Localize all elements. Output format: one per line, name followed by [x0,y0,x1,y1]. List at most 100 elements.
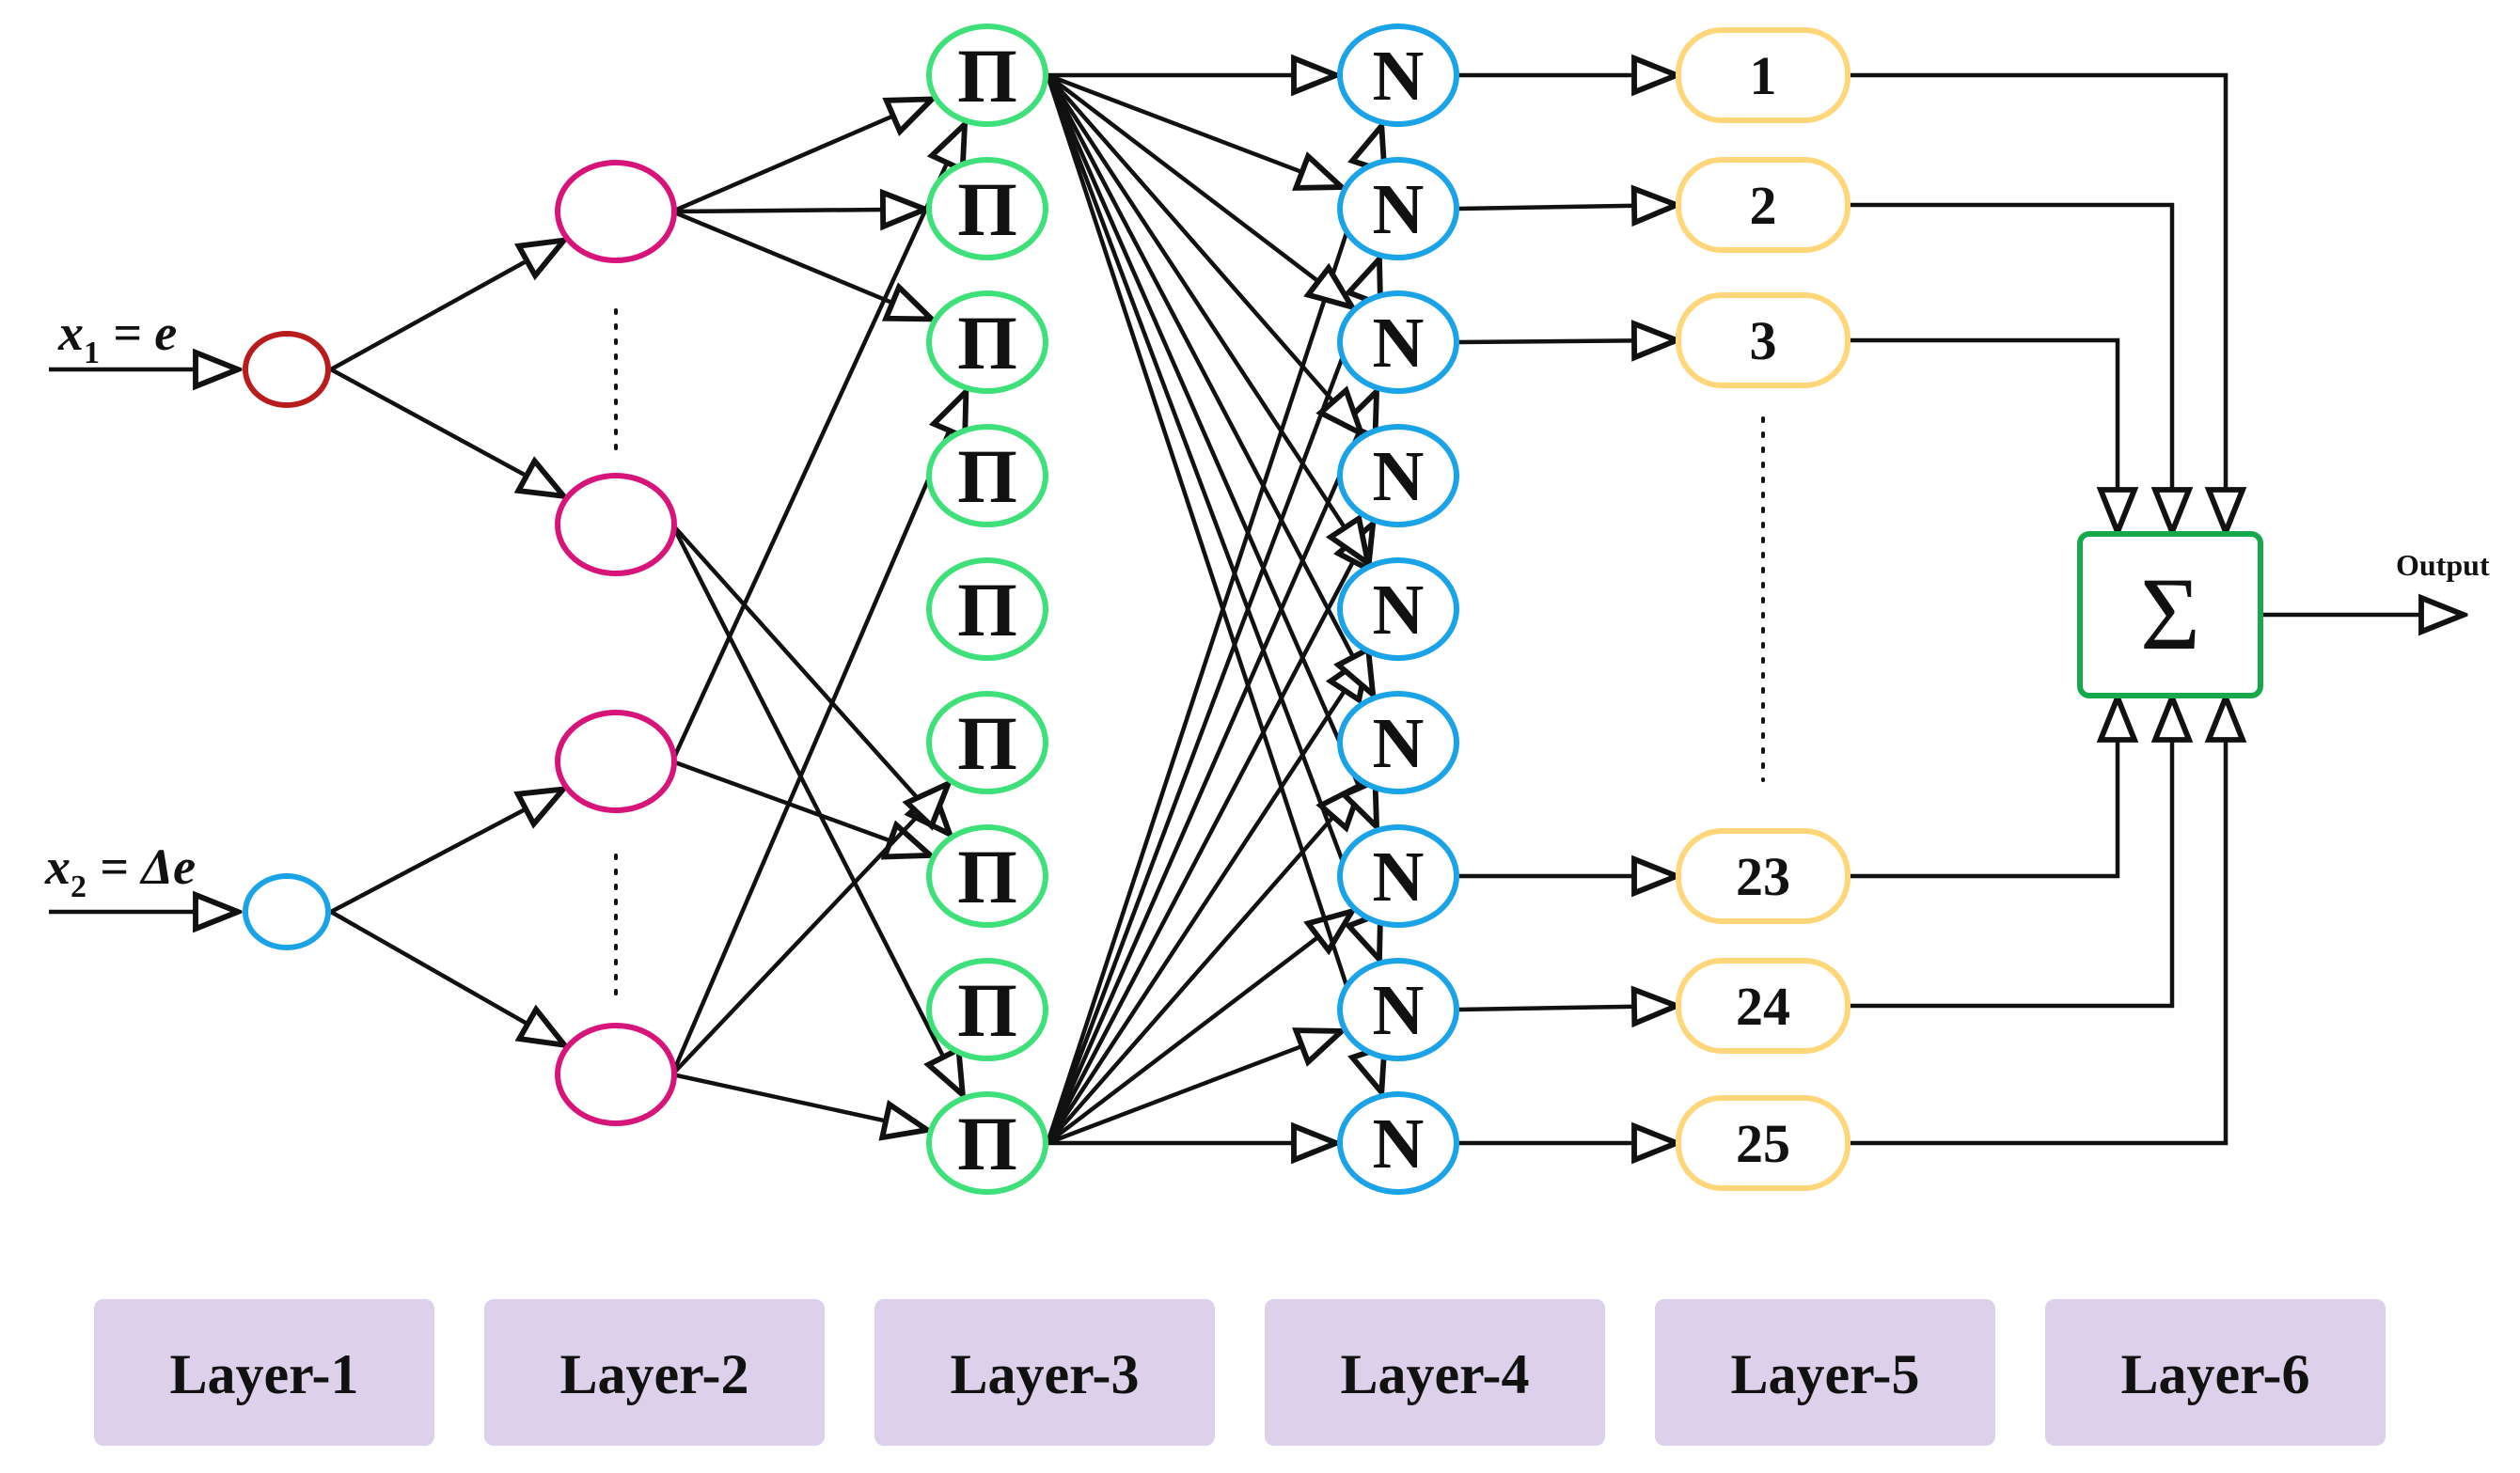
membership-node [555,710,677,813]
summation-node [2077,531,2263,698]
edge-l2-l3 [669,392,966,1075]
consequent-node [1676,292,1851,388]
membership-node [555,473,677,576]
edge-l3-l4 [1047,72,1342,187]
rule-node-symbol: Π [957,300,1017,385]
consequent-node-label: 3 [1750,310,1777,371]
layer-label-text: Layer-4 [1340,1343,1529,1405]
rule-node-symbol: Π [957,166,1017,252]
edge-l3-l4 [1046,73,1362,433]
normalization-node-symbol: N [1373,170,1425,249]
layer-label-box [874,1299,1215,1446]
consequent-node [1676,27,1851,123]
edge-l3-l4 [1045,74,1377,827]
rule-node [926,290,1048,394]
edge-l3-l4 [1046,655,1368,1145]
normalization-node-symbol: N [1373,571,1425,650]
input-x1-var: x [57,305,84,361]
normalization-node-symbol: N [1373,838,1425,917]
output-label: Output [2396,548,2490,582]
input-x2-rhs: = Δe [100,838,196,895]
layer-label-text: Layer-6 [2120,1343,2309,1405]
edge-l2-l3 [671,1072,927,1130]
edge-l4-l5 [1457,1006,1677,1010]
normalization-node-symbol: N [1373,1105,1425,1183]
input-x2-label: x2 = Δe [44,838,196,904]
normalization-node-symbol: N [1373,704,1425,783]
edge-l4-l5 [1457,340,1677,342]
edge-l5-l6 [1850,202,2172,532]
rule-node [926,424,1048,527]
normalization-node [1337,24,1459,127]
rule-node [926,24,1048,127]
input-x1-sub: 1 [84,336,100,370]
rule-node [926,1091,1048,1195]
edge-l3-l4 [1045,74,1379,960]
edge-l5-l6 [1850,337,2118,532]
normalization-node [1337,824,1459,928]
membership-node [555,1023,677,1126]
input-x2-var: x [44,838,71,895]
layer-label-box [2045,1299,2386,1446]
normalization-node [1337,691,1459,794]
edge-l3-l4 [1045,126,1381,1144]
edge-l3-l4 [1046,524,1373,1145]
edge-l2-l3 [671,210,925,212]
edge-l1-l2 [329,790,563,914]
input-x2-sub: 2 [71,870,87,904]
layer-label-text: Layer-1 [169,1343,358,1405]
edge-l3-l4 [1045,391,1377,1144]
edge-l5-l6 [1850,72,2226,532]
layer-label-text: Layer-2 [559,1343,748,1405]
edge-l2-l3 [671,759,930,855]
rule-node-symbol: Π [957,433,1017,519]
rule-node-symbol: Π [957,834,1017,919]
layer-label-box [484,1299,825,1446]
normalization-node [1337,157,1459,260]
edge-l3-l4 [1046,73,1373,695]
normalization-node-symbol: N [1373,304,1425,383]
edge-l2-l3 [671,99,932,214]
rule-node [926,958,1048,1061]
input-x1-rhs: = e [113,305,177,361]
edge-l5-l6 [1850,697,2118,879]
normalization-node [1337,424,1459,527]
normalization-node [1337,557,1459,661]
normalization-node [1337,290,1459,394]
consequent-node-label: 25 [1736,1113,1790,1174]
edge-l3-l4 [1045,74,1381,1092]
consequent-node-label: 2 [1750,175,1777,236]
consequent-node-label: 24 [1736,976,1790,1037]
rule-node-symbol: Π [957,567,1017,652]
edge-l3-l4 [1046,785,1362,1145]
layer-label-text: Layer-5 [1730,1343,1919,1405]
normalization-node-symbol: N [1373,437,1425,516]
edge-l3-l4 [1046,73,1368,563]
normalization-node-symbol: N [1373,37,1425,116]
consequent-node-label: 23 [1736,846,1790,907]
edge-l1-l2 [329,241,564,371]
connection-edges [49,75,2464,1143]
rule-node-symbol: Π [957,700,1017,786]
edge-l5-l6 [1850,697,2172,1009]
layer-label-box [94,1299,434,1446]
consequent-node-label: 1 [1750,45,1777,106]
rule-node-symbol: Π [957,1101,1017,1186]
edge-l3-l4 [1047,1031,1342,1146]
consequent-node [1676,157,1851,253]
rule-node [926,557,1048,661]
consequent-node [1676,828,1851,924]
rule-node-symbol: Π [957,33,1017,118]
normalization-node [1337,1091,1459,1195]
normalization-node [1337,958,1459,1061]
edge-l2-l3 [669,124,965,762]
edge-l1-l2 [329,368,563,496]
membership-node [555,160,677,263]
edge-l4-l5 [1457,205,1677,209]
consequent-node [1676,1095,1851,1191]
edge-l2-l3 [670,784,949,1076]
edge-l3-l4 [1046,911,1352,1145]
